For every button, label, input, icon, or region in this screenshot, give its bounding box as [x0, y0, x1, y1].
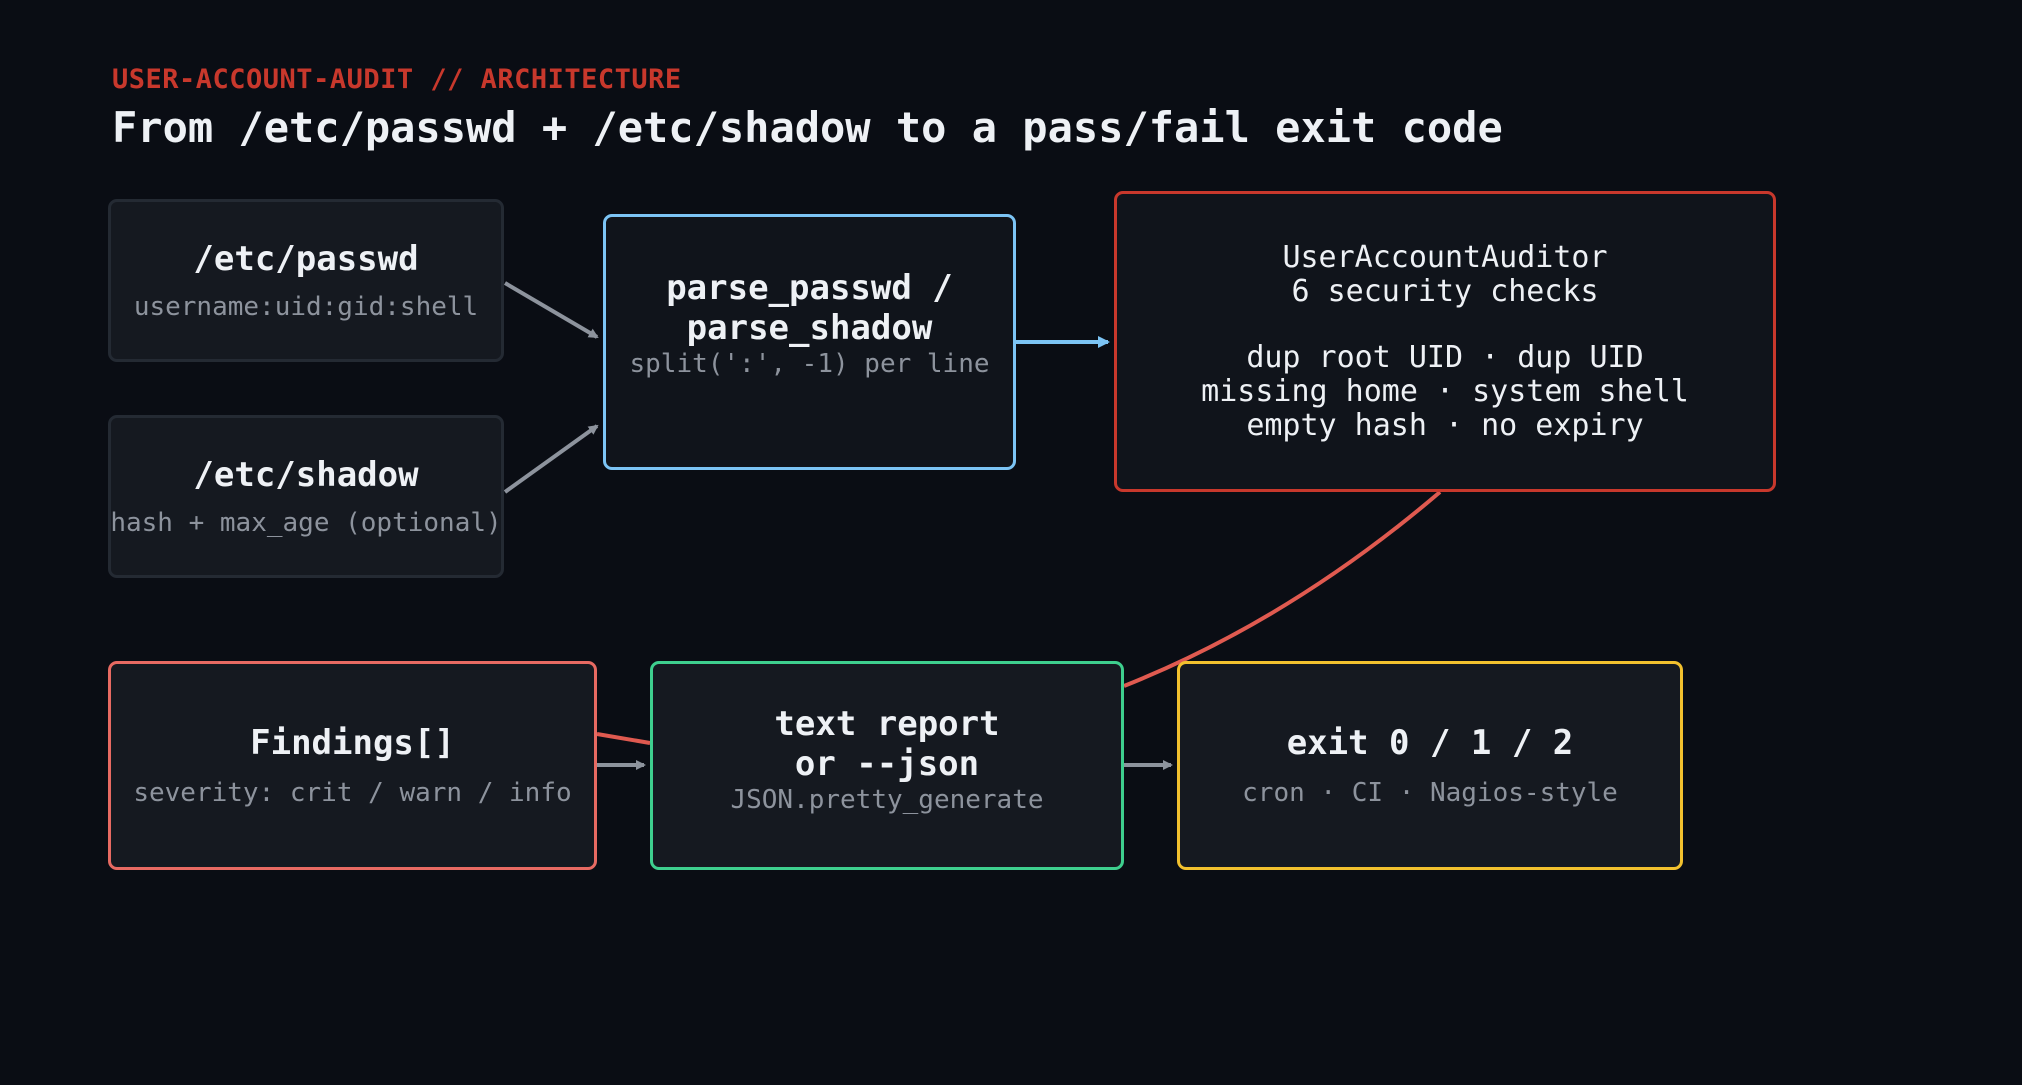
- node-findings: Findings[] severity: crit / warn / info: [108, 661, 597, 870]
- node-etc-passwd-subtitle: username:uid:gid:shell: [133, 291, 479, 322]
- node-report-title: text report or --json: [774, 703, 1000, 784]
- node-findings-title: Findings[]: [250, 722, 455, 763]
- node-auditor-title: UserAccountAuditor 6 security checks: [1282, 239, 1608, 309]
- arrow-passwd-to-parse: [503, 281, 599, 339]
- node-etc-passwd-title: /etc/passwd: [193, 238, 419, 279]
- node-exit-code-subtitle: cron · CI · Nagios-style: [1242, 777, 1618, 808]
- node-exit-code-title: exit 0 / 1 / 2: [1286, 722, 1574, 763]
- diagram-eyebrow: USER-ACCOUNT-AUDIT // ARCHITECTURE: [112, 64, 682, 95]
- curve-auditor-to-report: [1123, 490, 1442, 688]
- diagram-title: From /etc/passwd + /etc/shadow to a pass…: [112, 103, 1503, 152]
- node-etc-shadow: /etc/shadow hash + max_age (optional): [108, 415, 504, 578]
- node-etc-shadow-title: /etc/shadow: [193, 454, 419, 495]
- node-findings-subtitle: severity: crit / warn / info: [133, 777, 572, 808]
- node-parser-title: parse_passwd / parse_shadow: [666, 268, 953, 348]
- node-auditor: UserAccountAuditor 6 security checks dup…: [1114, 191, 1776, 492]
- node-parser: parse_passwd / parse_shadow split(':', -…: [603, 214, 1016, 470]
- arrow-shadow-to-parse: [503, 424, 599, 494]
- node-auditor-checks: dup root UID · dup UID missing home · sy…: [1201, 339, 1689, 443]
- node-parser-subtitle: split(':', -1) per line: [629, 349, 990, 379]
- node-etc-shadow-subtitle: hash + max_age (optional): [110, 507, 502, 538]
- node-etc-passwd: /etc/passwd username:uid:gid:shell: [108, 199, 504, 362]
- node-exit-code: exit 0 / 1 / 2 cron · CI · Nagios-style: [1177, 661, 1683, 870]
- line-findings-to-report: [596, 732, 651, 745]
- node-report: text report or --json JSON.pretty_genera…: [650, 661, 1124, 870]
- node-report-subtitle: JSON.pretty_generate: [730, 784, 1044, 815]
